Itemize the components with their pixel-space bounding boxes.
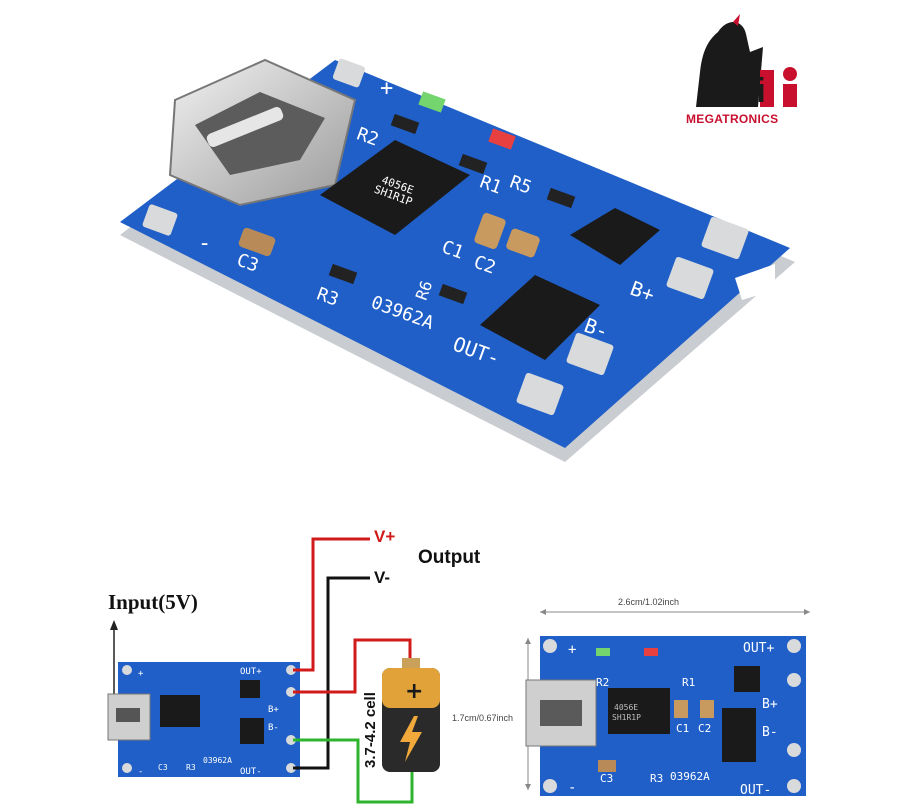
svg-text:C3: C3 xyxy=(600,772,613,785)
svg-text:R2: R2 xyxy=(596,676,609,689)
svg-text:+: + xyxy=(405,679,423,704)
height-dimension-label: 1.7cm/0.67inch xyxy=(452,713,514,723)
svg-text:B+: B+ xyxy=(762,697,778,712)
battery-icon: + xyxy=(382,658,440,772)
svg-text:03962A: 03962A xyxy=(670,770,710,783)
battery-voltage-label: 3.7-4.2 cell xyxy=(362,692,379,768)
wire-v-plus xyxy=(293,537,370,672)
width-dimension-label: 2.6cm/1.02inch xyxy=(618,597,680,607)
svg-text:OUT+: OUT+ xyxy=(743,641,774,656)
svg-text:R3: R3 xyxy=(186,763,196,772)
svg-text:OUT-: OUT- xyxy=(740,783,771,798)
svg-text:OUT+: OUT+ xyxy=(240,667,262,677)
wiring-diagram: + - OUT+ B+ B- OUT- 03962A C3 R3 + 3.7-4… xyxy=(107,537,440,804)
svg-text:R3: R3 xyxy=(650,772,663,785)
usb-connector xyxy=(168,58,357,207)
svg-text:-: - xyxy=(198,231,211,256)
logo-letters: Mi xyxy=(728,72,766,110)
svg-text:+: + xyxy=(138,669,144,679)
smd-components xyxy=(238,91,576,305)
dimension-view: + - OUT+ B+ B- OUT- R2 R1 C1 C2 C3 R3 03… xyxy=(525,609,810,798)
svg-text:SH1R1P: SH1R1P xyxy=(612,713,641,722)
v-plus-label: V+ xyxy=(374,527,396,546)
board-top-view: + - OUT+ B+ B- OUT- R2 R1 C1 C2 C3 R3 03… xyxy=(525,636,806,798)
svg-text:C2: C2 xyxy=(698,722,711,735)
logo-wordmark: MEGATRONICS xyxy=(686,112,779,126)
wire-v-minus xyxy=(293,576,370,770)
svg-text:-: - xyxy=(568,780,576,796)
wire-b-minus xyxy=(293,738,414,804)
pcb-pads xyxy=(142,58,749,416)
protection-ic xyxy=(570,208,660,265)
v-minus-label: V- xyxy=(374,568,391,587)
output-label: Output xyxy=(418,547,481,568)
svg-text:C1: C1 xyxy=(676,722,689,735)
svg-text:C3: C3 xyxy=(158,763,168,772)
svg-text:+: + xyxy=(380,76,393,101)
svg-text:B-: B- xyxy=(268,723,279,733)
megatronics-logo-icon: Mi xyxy=(696,14,797,110)
svg-text:OUT-: OUT- xyxy=(240,767,262,777)
board-photo: 4056E SH1R1P + - R2 R1 R5 C3 C1 C2 R3 R6… xyxy=(120,58,795,462)
mosfet-ic xyxy=(480,275,600,360)
charger-ic: 4056E SH1R1P xyxy=(320,140,470,235)
svg-text:+: + xyxy=(568,642,576,658)
svg-text:-: - xyxy=(138,767,143,777)
wire-b-plus xyxy=(293,638,412,694)
small-board: + - OUT+ B+ B- OUT- 03962A C3 R3 xyxy=(107,662,300,777)
input-label: Input(5V) xyxy=(108,590,198,614)
svg-text:B+: B+ xyxy=(268,705,279,715)
svg-text:R1: R1 xyxy=(682,676,695,689)
svg-text:4056E: 4056E xyxy=(614,703,638,712)
svg-text:B-: B- xyxy=(762,725,778,740)
svg-text:03962A: 03962A xyxy=(203,756,232,765)
